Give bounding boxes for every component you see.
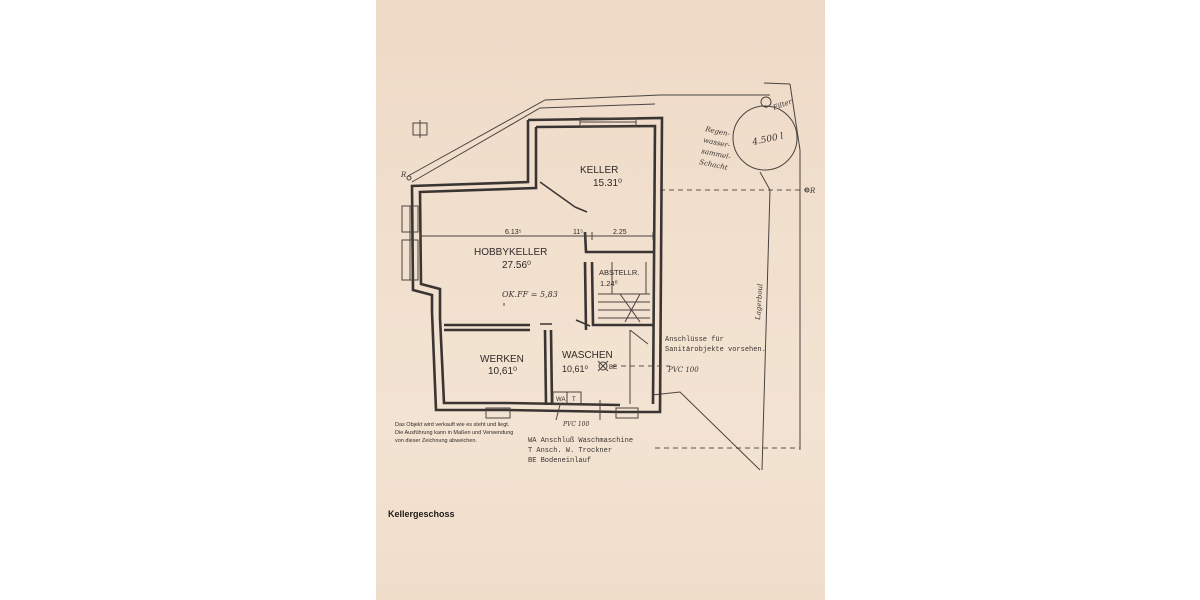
fixture-be: BE (609, 365, 617, 371)
tank-label-4: Schacht (699, 158, 729, 172)
dimension-line (419, 232, 654, 240)
fixtures (552, 360, 670, 421)
room-waschen-area: 10,61⁰ (562, 364, 589, 374)
grid-marker (412, 120, 428, 138)
fixture-t: T (572, 397, 576, 403)
dim-left: 6.13⁵ (505, 229, 522, 236)
room-keller-area: 15.31⁰ (593, 178, 622, 189)
room-abstellr-name: ABSTELLR. (599, 268, 639, 277)
pipe-label-east: PVC 100 (667, 366, 699, 374)
windows (401, 117, 639, 419)
marker-r-label-1: R (400, 171, 407, 179)
marker-r-label-2: R (809, 187, 816, 195)
rainwater-tank (732, 82, 801, 191)
paper-sheet (376, 0, 825, 600)
sanitary-note-2: Sanitärobjekte vorsehen. (665, 346, 766, 354)
legend-be: BE Bodeneinlauf (528, 457, 591, 465)
floor-level-note: OK.FF = 5,83 (502, 290, 558, 299)
room-keller-name: KELLER (580, 165, 618, 176)
sanitary-note-1: Anschlüsse für (665, 336, 724, 344)
property-lines (407, 94, 808, 471)
slope-label: Lagerboul (754, 283, 765, 321)
tank-filter: Filter (771, 97, 794, 112)
room-werken-area: 10,61⁰ (488, 366, 517, 377)
dim-right: 2.25 (613, 229, 627, 236)
room-hobbykeller-name: HOBBYKELLER (474, 247, 547, 258)
disclaimer-1: Das Objekt wird verkauft wie es steht un… (395, 422, 510, 428)
fixture-wa: WA (556, 397, 565, 403)
interior-walls (444, 181, 653, 406)
disclaimer-3: von dieser Zeichnung abweichen. (395, 438, 477, 444)
outer-walls (410, 116, 664, 414)
legend-wa: WA Anschluß Waschmaschine (528, 437, 633, 445)
tank-volume: 4.500 l (751, 132, 785, 149)
dim-mid: 11⁵ (573, 229, 583, 236)
room-hobbykeller-area: 27.56⁰ (502, 260, 531, 271)
room-abstellr-area: 1.24⁰ (600, 279, 618, 288)
room-werken-name: WERKEN (480, 354, 524, 365)
disclaimer-2: Die Ausführung kann in Maßen und Verwend… (395, 430, 513, 436)
plan-caption: Kellergeschoss (388, 509, 455, 519)
legend-t: T Ansch. W. Trockner (528, 447, 612, 455)
marker-r (406, 175, 810, 193)
staircase (598, 262, 650, 345)
room-waschen-name: WASCHEN (562, 350, 613, 361)
pipe-label-south: PVC 100 (562, 421, 590, 428)
